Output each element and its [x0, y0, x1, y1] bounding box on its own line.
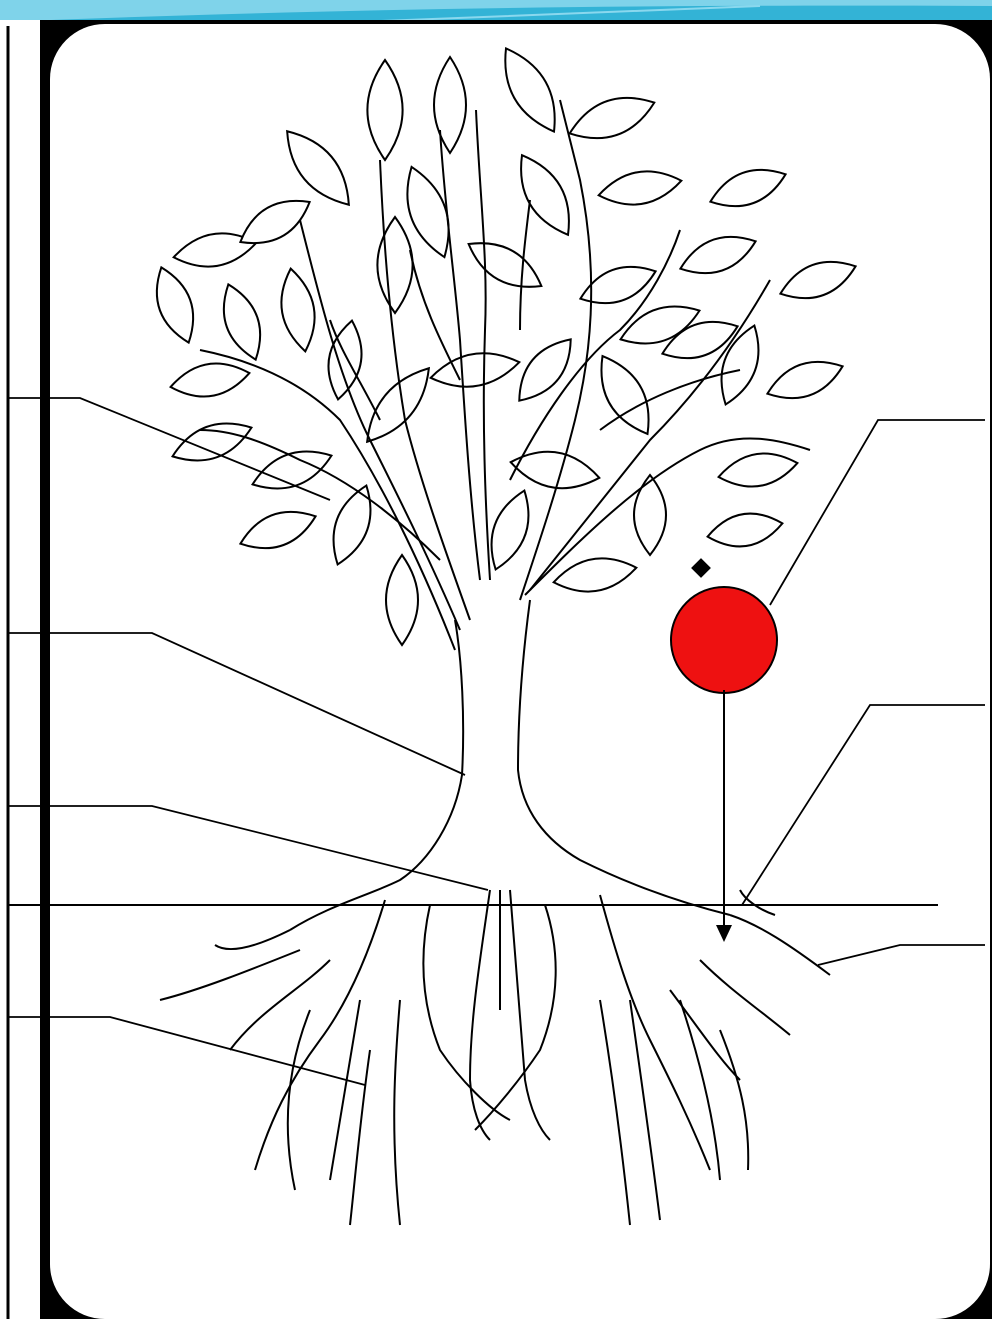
picture-frame: [0, 20, 992, 1319]
